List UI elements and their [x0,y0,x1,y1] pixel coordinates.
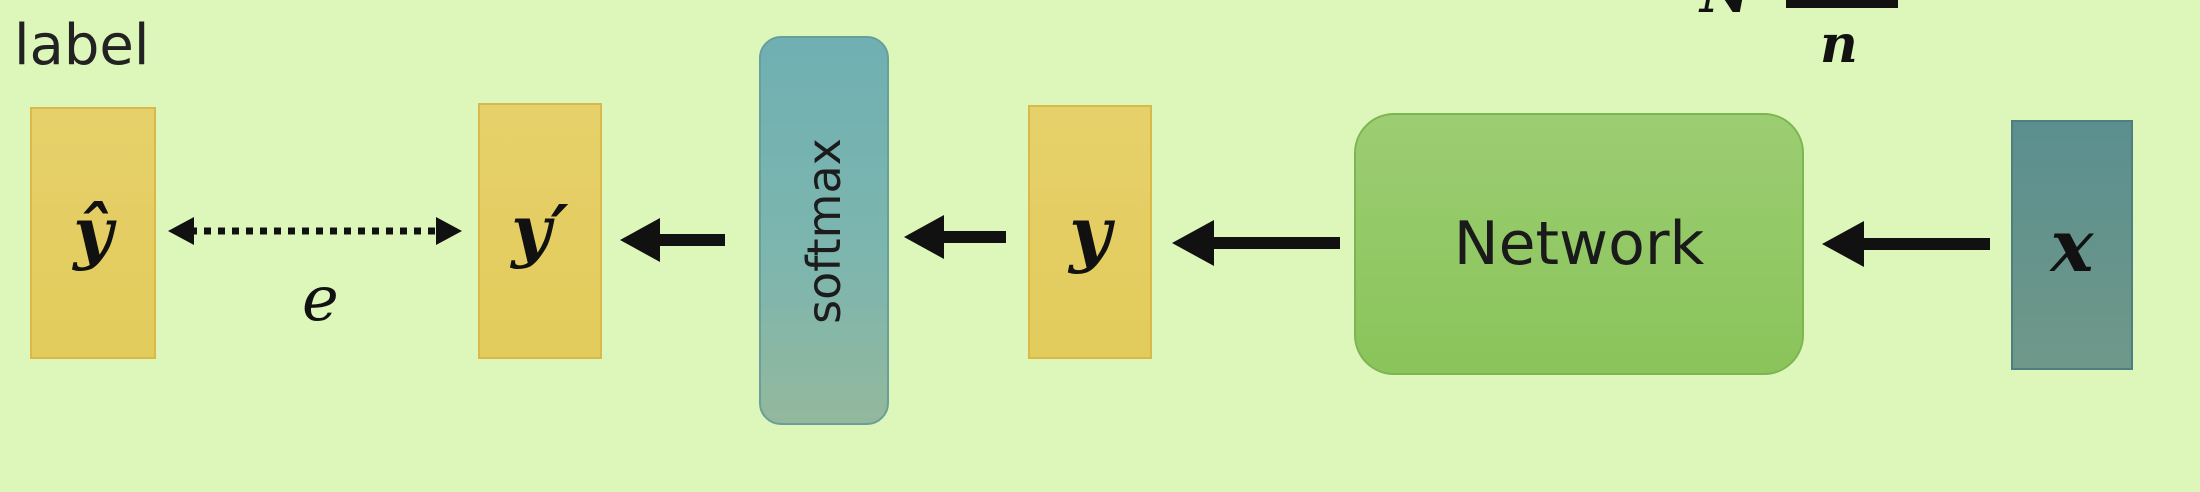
softmax-box: softmax [759,36,889,425]
network-label: Network [1453,209,1705,279]
x-symbol: x [2050,202,2094,288]
y-output-box: y [1028,105,1152,359]
arrow-y-to-softmax [904,215,1006,259]
y-symbol: y [1069,189,1111,275]
formula-denominator: n [1820,14,1858,75]
y-hat-box: ŷ [30,107,156,359]
x-input-box: x [2011,120,2133,370]
y-hat-symbol: ŷ [73,193,113,273]
arrow-x-to-network [1822,221,1990,267]
y-prime-box: y′ [478,103,602,359]
y-prime-symbol: y′ [511,191,569,271]
formula-fraction-bar [1786,0,1898,8]
formula-partial-numerator: N [1700,0,1751,26]
dotted-double-arrow [168,217,462,245]
network-box: Network [1354,113,1804,375]
arrow-softmax-to-y-prime [620,218,725,262]
arrow-network-to-y [1172,220,1340,266]
error-label: e [302,262,339,335]
label-caption: label [14,13,150,78]
